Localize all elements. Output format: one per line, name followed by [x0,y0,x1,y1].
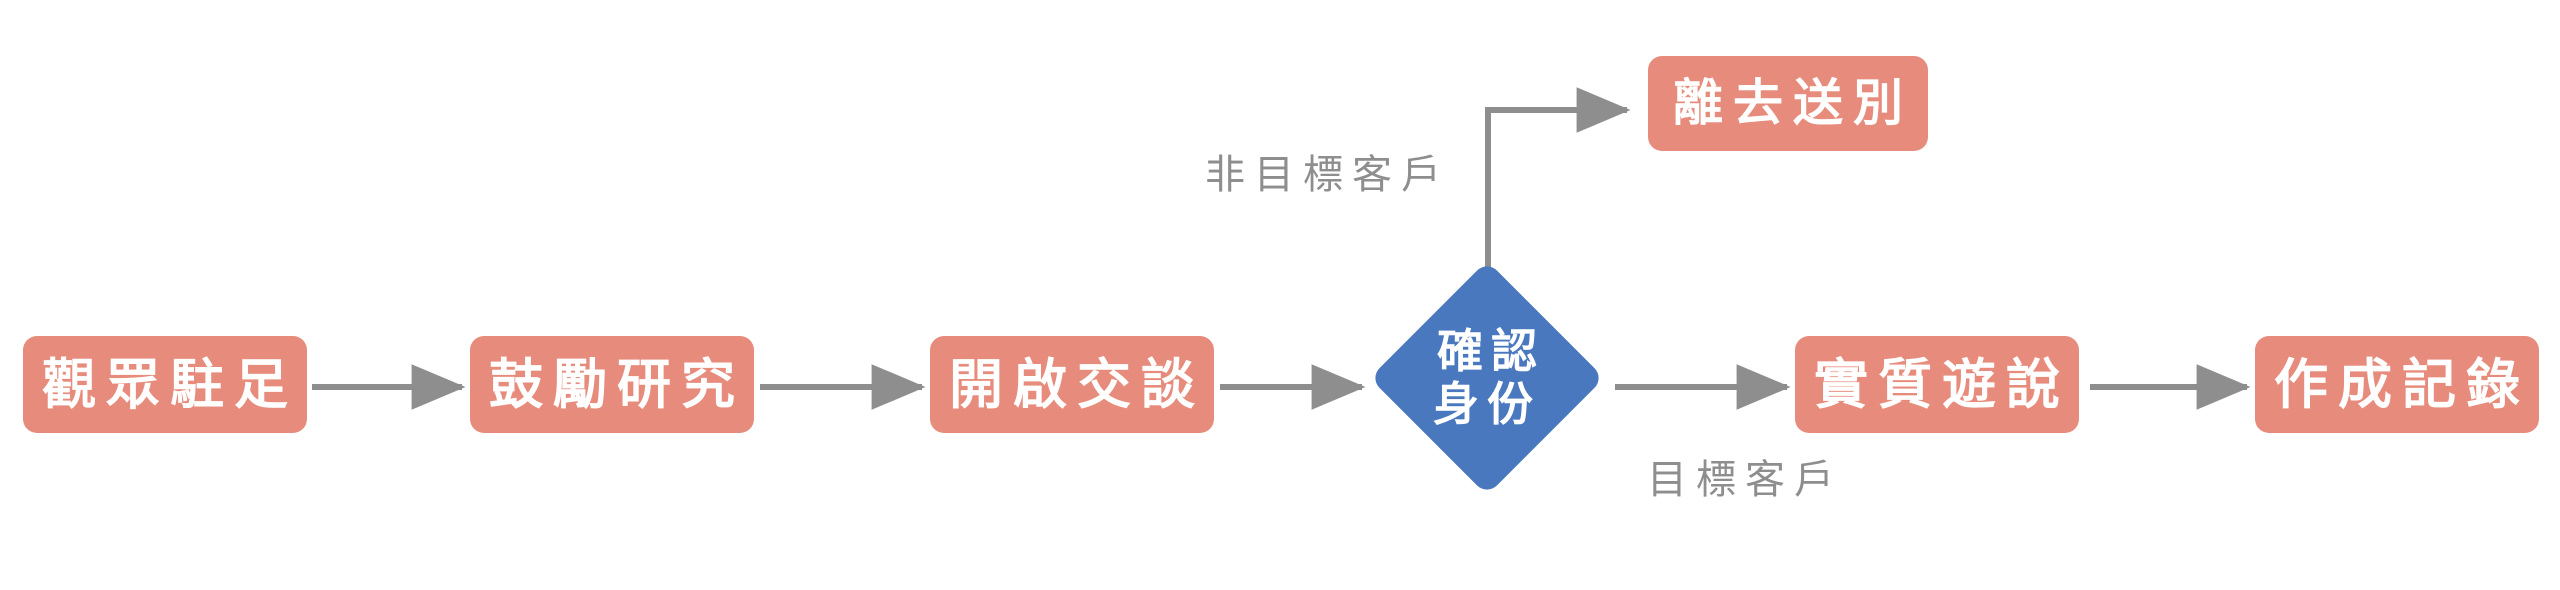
node-process-farewell[interactable]: 離去送別 [1648,56,1928,151]
node-process-2[interactable]: 鼓勵研究 [470,336,754,433]
node-label: 實質遊說 [1814,352,2070,416]
node-label: 開啟交談 [949,352,1205,416]
node-process-1[interactable]: 觀眾駐足 [23,336,307,433]
connector-n4-n5 [1485,87,1631,272]
node-process-3[interactable]: 開啟交談 [930,336,1214,433]
node-label: 作成記錄 [2274,352,2530,416]
node-label: 鼓勵研究 [489,352,745,416]
node-label: 觀眾駐足 [42,352,298,416]
edge-label-non-target: 非目標客戶 [1205,152,1450,198]
node-process-6[interactable]: 實質遊說 [1795,336,2079,433]
node-label: 確認 身份 [1433,324,1545,431]
edge-label-target: 目標客戶 [1647,457,1843,503]
node-decision-identity[interactable]: 確認 身份 [1369,260,1605,496]
node-process-7[interactable]: 作成記錄 [2255,336,2539,433]
node-label: 離去送別 [1673,74,1913,132]
